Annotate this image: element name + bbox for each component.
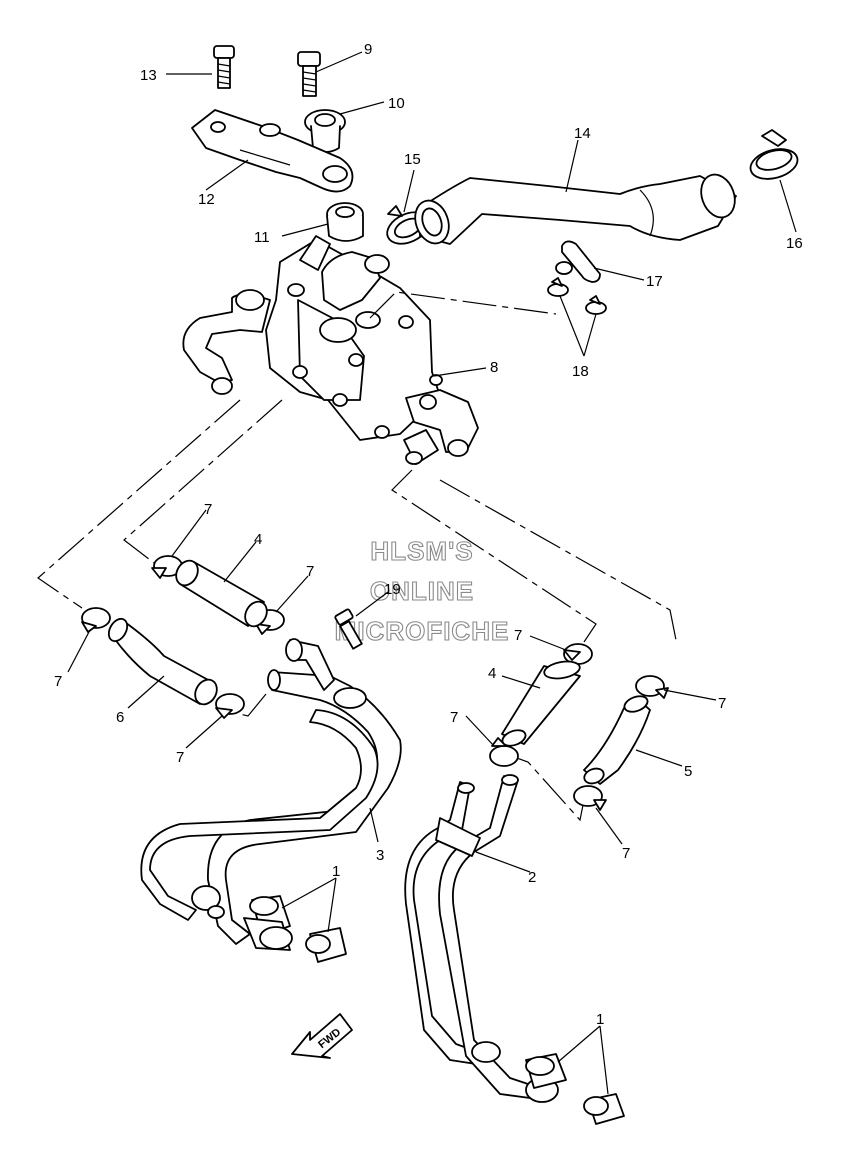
callout-3: 3 [376,847,384,864]
reference-lines [37,291,677,822]
callout-1-a: 1 [332,863,340,880]
callout-17: 17 [646,273,663,290]
hose-17[interactable] [555,240,601,283]
callout-7-c: 7 [54,673,62,690]
grommet-11[interactable] [326,202,364,242]
callout-5: 5 [684,763,692,780]
screw-19[interactable] [334,608,363,650]
callout-4-b: 4 [488,665,496,682]
hose-14[interactable] [409,170,740,248]
clamp-7-e [563,643,593,665]
bolt-13[interactable] [213,45,235,89]
callout-18: 18 [572,363,589,380]
bolt-9[interactable] [297,51,321,97]
callout-11: 11 [254,229,270,246]
valve-left-pipe[interactable] [182,289,271,395]
callout-1-b: 1 [596,1011,604,1028]
pipe-3[interactable] [140,638,402,945]
callout-7-a: 7 [204,501,212,518]
callout-7-e: 7 [514,627,522,644]
callout-13: 13 [140,67,157,84]
callout-7-h: 7 [622,845,630,862]
clamp-7-h [573,785,607,811]
callout-8: 8 [490,359,498,376]
clamp-7-g [489,737,519,767]
clamp-7-d [215,693,245,719]
hose-4-upper[interactable] [172,557,271,631]
callout-9: 9 [364,41,372,58]
fwd-arrow-icon: FWD [291,1013,353,1059]
callout-15: 15 [404,151,421,168]
clamp-7-f [635,675,669,699]
callout-14: 14 [574,125,591,142]
hose-6[interactable] [105,616,221,709]
pipe-2[interactable] [404,774,559,1103]
leader-lines [67,51,797,1095]
callout-19: 19 [384,581,401,598]
clamps-18[interactable] [547,277,607,315]
air-valve-8[interactable] [265,235,479,465]
callout-7-d: 7 [176,749,184,766]
callout-7-b: 7 [306,563,314,580]
callout-16: 16 [786,235,803,252]
callout-7-f: 7 [718,695,726,712]
caps-1-right[interactable] [525,1053,625,1125]
callout-7-g: 7 [450,709,458,726]
watermark-line-2: ONLINE [370,576,474,606]
callout-10: 10 [388,95,405,112]
callout-4-a: 4 [254,531,262,548]
callout-6: 6 [116,709,124,726]
watermark-line-3: MICROFICHE [335,616,510,646]
clamp-7-c [81,607,111,633]
clamp-16[interactable] [747,129,801,184]
callout-2: 2 [528,869,536,886]
caps-1-left[interactable] [243,895,347,963]
watermark-line-1: HLSM'S [370,536,473,566]
callout-labels: 13 9 10 12 11 15 14 16 17 18 8 7 4 7 19 … [54,41,803,1028]
hose-5[interactable] [582,693,651,786]
callout-12: 12 [198,191,215,208]
hose-4-lower[interactable] [500,659,581,749]
bracket-12[interactable] [191,109,354,193]
watermark: HLSM'S ONLINE MICROFICHE [334,535,510,646]
